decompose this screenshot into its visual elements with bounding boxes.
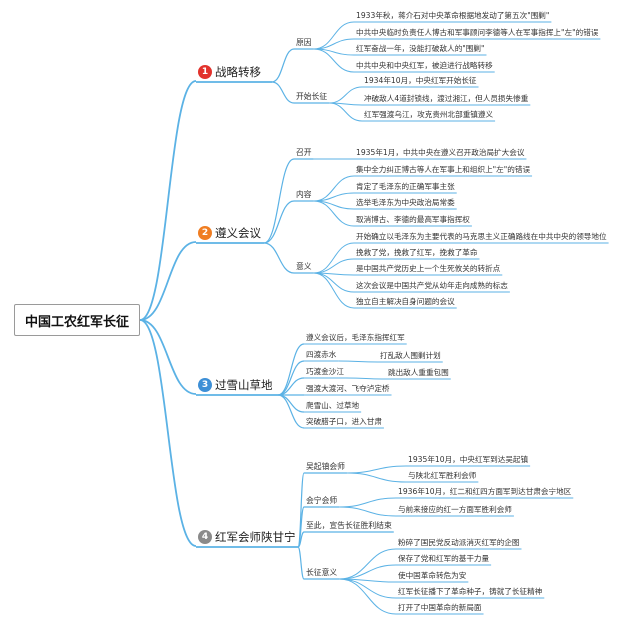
connector-line bbox=[139, 241, 197, 321]
leaf-item: 中共中央和中央红军，被迫进行战略转移 bbox=[356, 61, 493, 70]
subtopic-label: 至此，宣告长征胜利结束 bbox=[306, 521, 392, 530]
leaf-item: 取消博古、李德的最高军事指挥权 bbox=[356, 215, 470, 224]
topic-label: 战略转移 bbox=[215, 65, 261, 79]
leaf-item: 是中国共产党历史上一个生死攸关的转折点 bbox=[356, 264, 501, 273]
connector-line bbox=[277, 360, 305, 396]
subtopic-label: 开始长征 bbox=[296, 92, 328, 101]
connector-line bbox=[329, 86, 363, 104]
connector-line bbox=[263, 242, 295, 274]
connector-line bbox=[313, 38, 355, 50]
connector-line bbox=[277, 394, 305, 429]
leaf-item: 中共中央临时负责任人博古和军事顾问李德等人在军事指挥上"左"的错误 bbox=[356, 28, 599, 37]
connector-line bbox=[313, 242, 355, 274]
leaf-item: 1936年10月，红二和红四方面军到达甘肃会宁地区 bbox=[398, 487, 572, 496]
connector-line bbox=[263, 200, 295, 244]
leaf-item: 选举毛泽东为中央政治局常委 bbox=[356, 198, 455, 207]
connector-line bbox=[346, 472, 407, 483]
subtopic-label: 会宁会师 bbox=[306, 496, 338, 505]
leaf-item: 遵义会议后，毛泽东指挥红军 bbox=[306, 333, 405, 342]
subtopic-label: 内容 bbox=[296, 190, 312, 199]
leaf-item: 这次会议是中国共产党从幼年走向成熟的标志 bbox=[356, 281, 508, 290]
connector-line bbox=[277, 394, 305, 413]
leaf-item: 粉碎了国民党反动派消灭红军的企图 bbox=[398, 538, 520, 547]
connector-line bbox=[313, 258, 355, 274]
connector-line bbox=[338, 360, 379, 363]
leaf-item: 打乱敌人围剿计划 bbox=[380, 351, 441, 360]
leaf-item: 巧渡金沙江 bbox=[306, 367, 344, 376]
connector-line bbox=[346, 465, 407, 474]
connector-line bbox=[313, 272, 355, 293]
subtopic-label: 召开 bbox=[296, 148, 312, 157]
root-label: 中国工农红军长征 bbox=[24, 314, 129, 330]
leaf-item: 与前来接应的红一方面军胜利会师 bbox=[398, 505, 512, 514]
leaf-item: 红军奋战一年，没能打破敌人的"围剿" bbox=[356, 44, 485, 53]
leaf-item: 独立自主解决自身问题的会议 bbox=[356, 297, 455, 306]
leaf-item: 开始确立以毛泽东为主要代表的马克思主义正确路线在中共中央的领导地位 bbox=[356, 232, 607, 241]
leaf-item: 跳出敌人重重包围 bbox=[388, 368, 449, 377]
subtopic-label: 原因 bbox=[296, 38, 312, 47]
subtopic-label: 吴起镇会师 bbox=[306, 462, 345, 471]
subtopic-label: 意义 bbox=[296, 262, 312, 271]
connector-line bbox=[313, 48, 355, 73]
leaf-item: 爬雪山、过草地 bbox=[306, 401, 360, 410]
leaf-item: 打开了中国革命的新局面 bbox=[398, 603, 482, 612]
connector-line bbox=[297, 546, 305, 580]
topic-label: 遵义会议 bbox=[215, 226, 261, 240]
connector-line bbox=[339, 564, 397, 580]
leaf-item: 1935年1月，中共中央在遵义召开政治局扩大会议 bbox=[356, 148, 525, 157]
connector-line bbox=[329, 102, 363, 122]
root-node: 中国工农红军长征 bbox=[14, 304, 140, 336]
subtopic-label: 长征意义 bbox=[306, 568, 338, 577]
topic-number-badge: 4 bbox=[198, 530, 212, 544]
connector-line bbox=[271, 81, 295, 104]
leaf-item: 红军强渡乌江，攻克贵州北部重镇遵义 bbox=[364, 110, 494, 119]
leaf-item: 挽救了党，挽救了红军，挽救了革命 bbox=[356, 248, 478, 257]
connector-line bbox=[313, 272, 355, 309]
leaf-item: 1933年秋，蒋介石对中央革命根据地发动了第五次"围剿" bbox=[356, 11, 550, 20]
leaf-item: 强渡大渡河、飞夺泸定桥 bbox=[306, 384, 390, 393]
connector-line bbox=[139, 80, 197, 321]
topic-number-badge: 1 bbox=[198, 65, 212, 79]
leaf-item: 肯定了毛泽东的正确军事主张 bbox=[356, 182, 455, 191]
leaf-item: 红军长征播下了革命种子，铸就了长征精神 bbox=[398, 587, 543, 596]
topic-number-badge: 3 bbox=[198, 378, 212, 392]
leaf-item: 1935年10月，中央红军到达吴起镇 bbox=[408, 455, 529, 464]
leaf-item: 冲破敌人4道封锁线，渡过湘江，但人员损失惨重 bbox=[364, 94, 529, 103]
connector-line bbox=[297, 531, 305, 548]
connector-line bbox=[345, 377, 387, 380]
connector-line bbox=[339, 578, 397, 615]
connector-line bbox=[313, 21, 355, 50]
leaf-item: 与陕北红军胜利会师 bbox=[408, 471, 477, 480]
leaf-item: 四渡赤水 bbox=[306, 350, 337, 359]
connector-line bbox=[271, 48, 295, 83]
leaf-item: 突破腊子口，进入甘肃 bbox=[306, 417, 382, 426]
leaf-item: 使中国革命转危为安 bbox=[398, 571, 467, 580]
leaf-item: 集中全力纠正博古等人在军事上和组织上"左"的错误 bbox=[356, 165, 531, 174]
connector-line bbox=[263, 158, 295, 244]
connector-line bbox=[339, 497, 397, 508]
leaf-item: 1934年10月，中央红军开始长征 bbox=[364, 76, 477, 85]
connector-line bbox=[139, 319, 197, 395]
leaf-item: 保存了党和红军的基干力量 bbox=[398, 554, 490, 563]
connector-line bbox=[139, 319, 197, 547]
connector-line bbox=[313, 200, 355, 227]
connector-line bbox=[339, 548, 397, 580]
topic-label: 过雪山草地 bbox=[215, 378, 273, 392]
topic-number-badge: 2 bbox=[198, 226, 212, 240]
connector-line bbox=[339, 506, 397, 517]
topic-label: 红军会师陕甘宁 bbox=[215, 530, 296, 544]
